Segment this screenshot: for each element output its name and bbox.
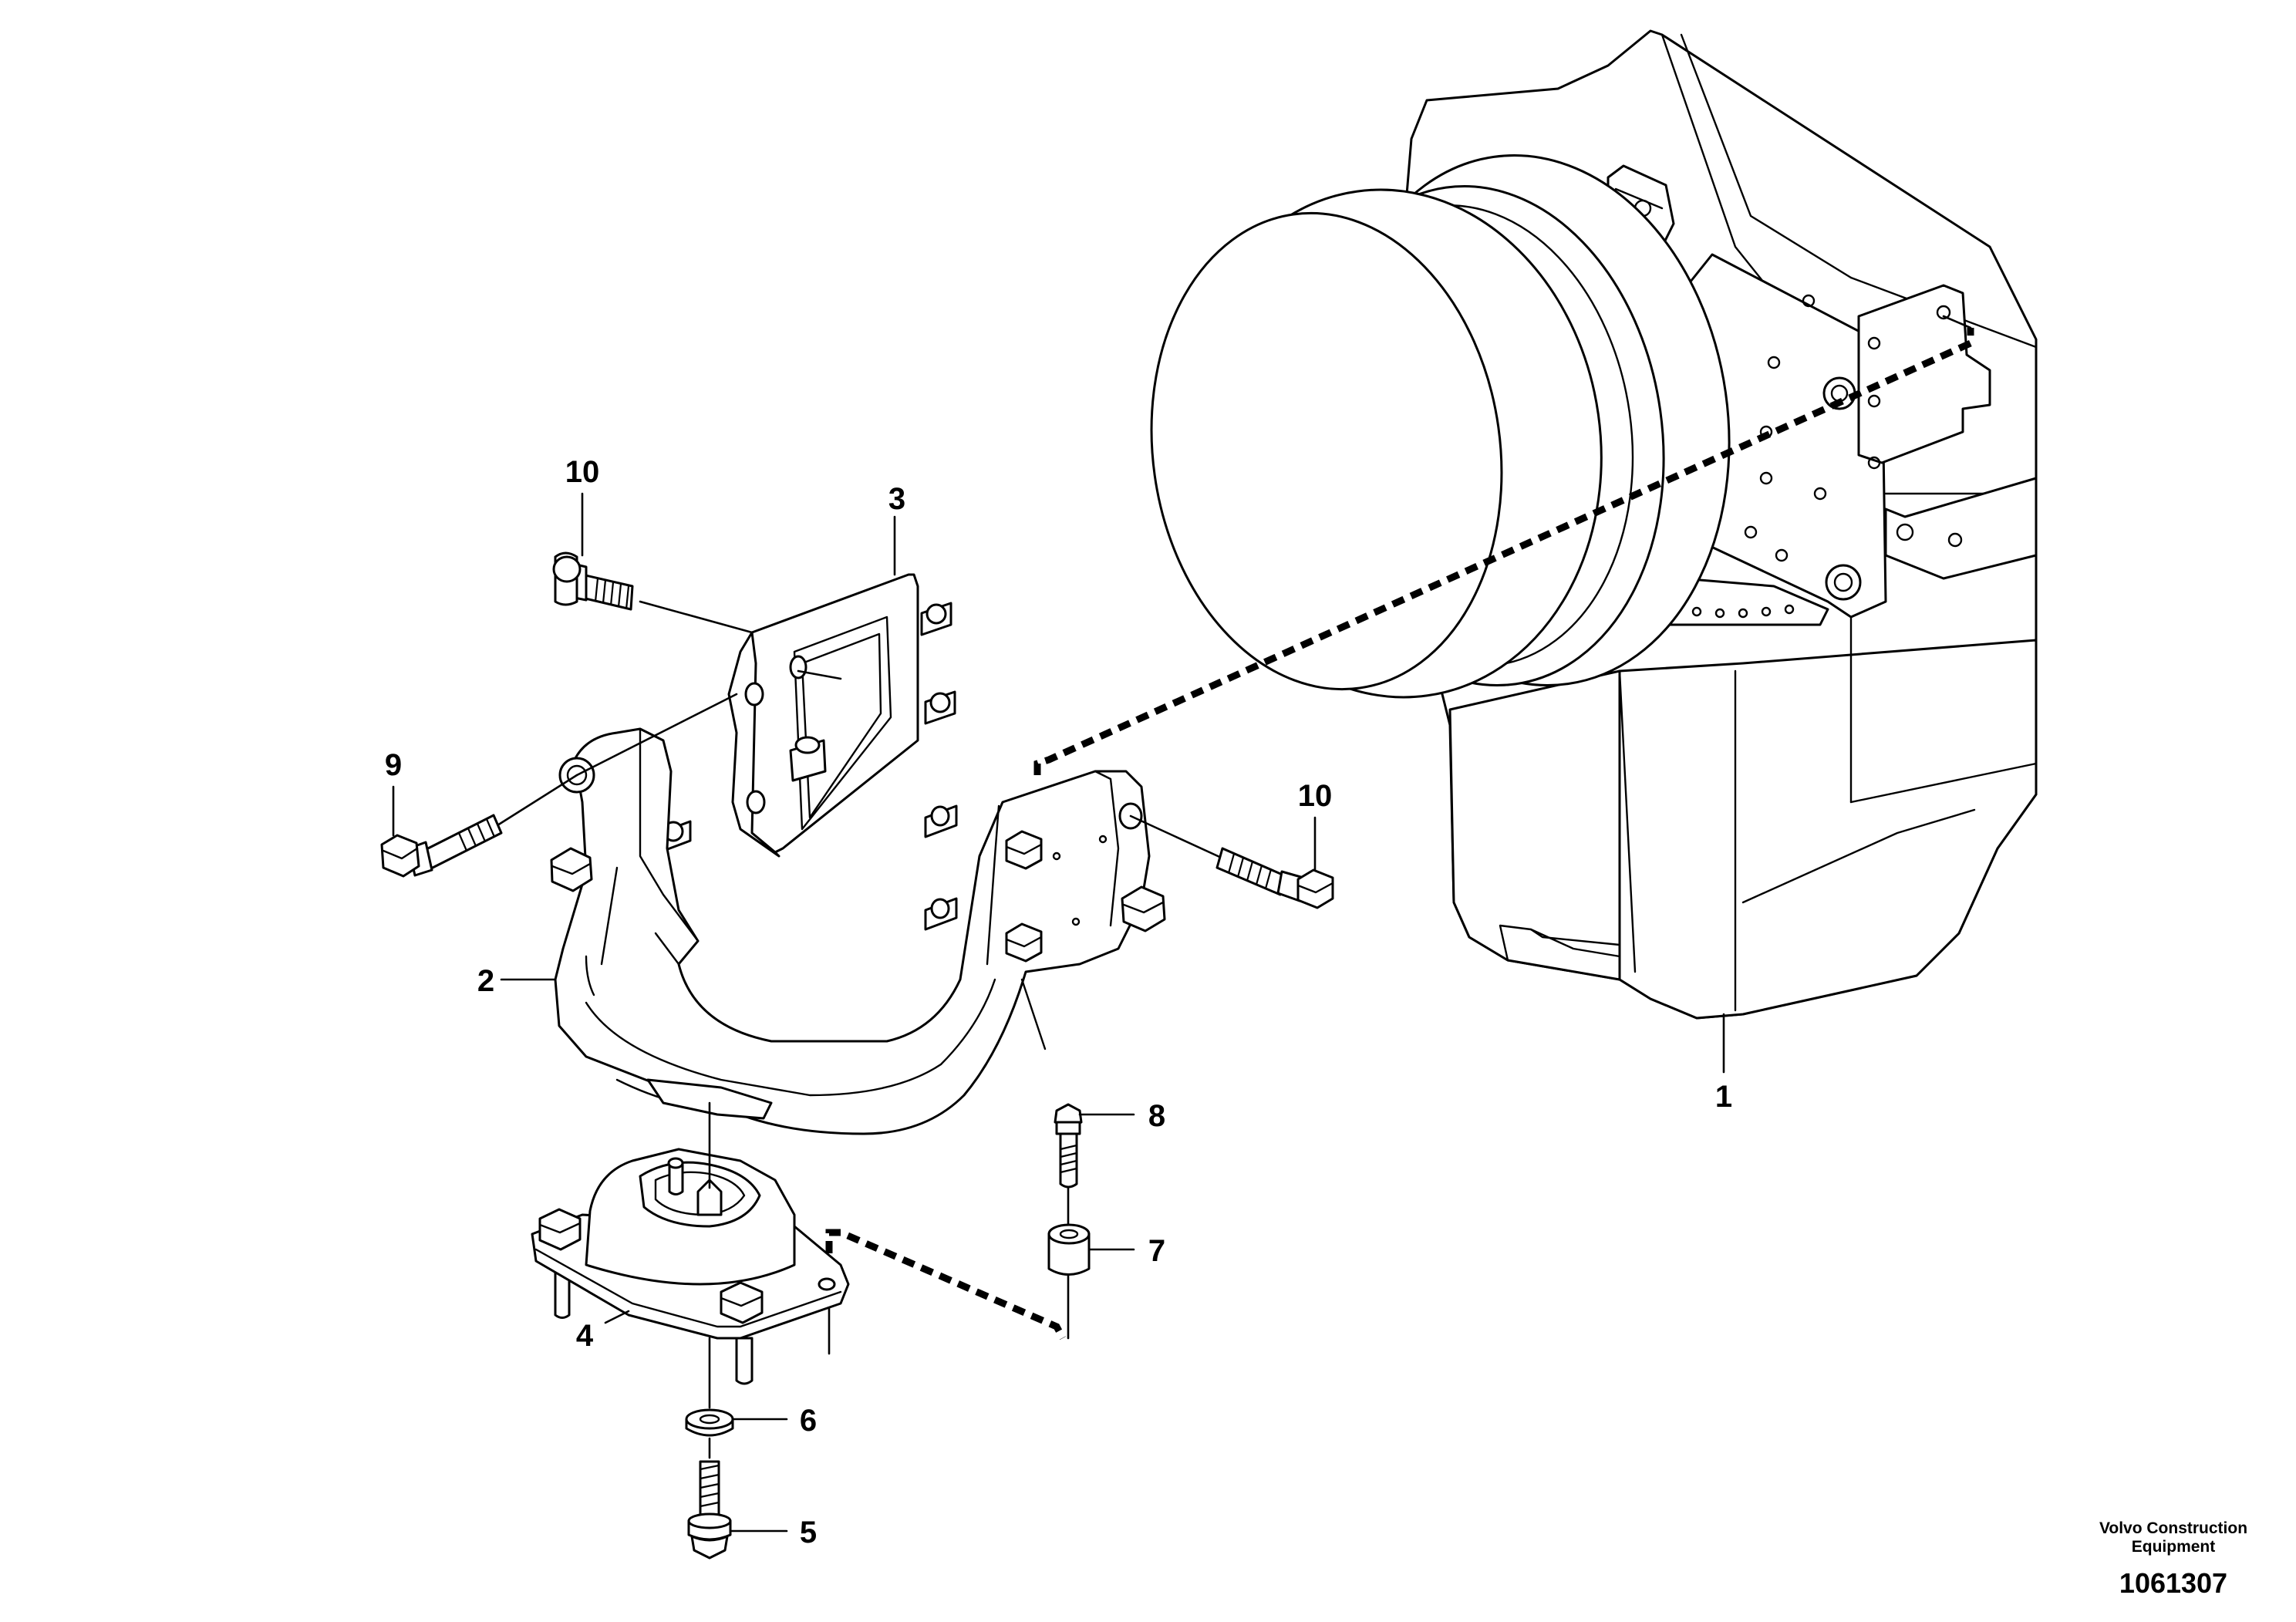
callout-4: 4: [576, 1319, 594, 1353]
bracket-bolt-head-right-top: [1005, 830, 1043, 870]
mount-bolt-head-right: [720, 1281, 764, 1324]
bracket-bolt-head-left: [550, 847, 593, 892]
callout-9: 9: [385, 748, 402, 782]
part-4-rubber-mount: [531, 1148, 850, 1385]
flywheel-housing: [1150, 154, 1731, 699]
callout-6: 6: [800, 1404, 817, 1438]
bracket-bolt-head-right-outer: [1121, 885, 1166, 932]
callout-10-lower: 10: [1298, 779, 1333, 813]
document-number: 1061307: [2119, 1567, 2227, 1599]
part-5-bolt: [687, 1460, 732, 1560]
callout-2: 2: [477, 964, 494, 998]
callout-7: 7: [1148, 1234, 1165, 1268]
part-9-bolt: [380, 693, 738, 878]
part-7-spacer: [1047, 1223, 1091, 1276]
callout-3: 3: [888, 482, 905, 516]
part-3-adapter-plate: [727, 573, 956, 858]
brand-line-1: Volvo Construction: [2099, 1519, 2247, 1537]
part-8-bolt: [1054, 1103, 1083, 1189]
bracket-bolt-head-right-bottom: [1005, 922, 1043, 963]
mount-bolt-head-left: [538, 1208, 582, 1251]
assembly-path-mount-to-spacer: [825, 1229, 1066, 1340]
callout-1: 1: [1715, 1080, 1732, 1114]
part-10-bolt-upper: [552, 551, 754, 634]
callout-5: 5: [800, 1516, 817, 1549]
callout-labels: 1 2 3 4 5 6 7 8 9 10 10: [385, 455, 1732, 1549]
callout-8: 8: [1148, 1099, 1165, 1133]
part-10-bolt-lower: [1129, 814, 1334, 909]
footer: Volvo Construction Equipment 1061307: [2099, 1519, 2247, 1599]
assembly-path-bracket-to-housing: [1033, 328, 1974, 775]
part-2-mounting-bracket: [550, 727, 1166, 1135]
part-6-washer: [685, 1337, 734, 1459]
callout-10-upper: 10: [565, 455, 600, 489]
leader-lines: [392, 492, 1725, 1533]
brand-line-2: Equipment: [2132, 1538, 2216, 1556]
